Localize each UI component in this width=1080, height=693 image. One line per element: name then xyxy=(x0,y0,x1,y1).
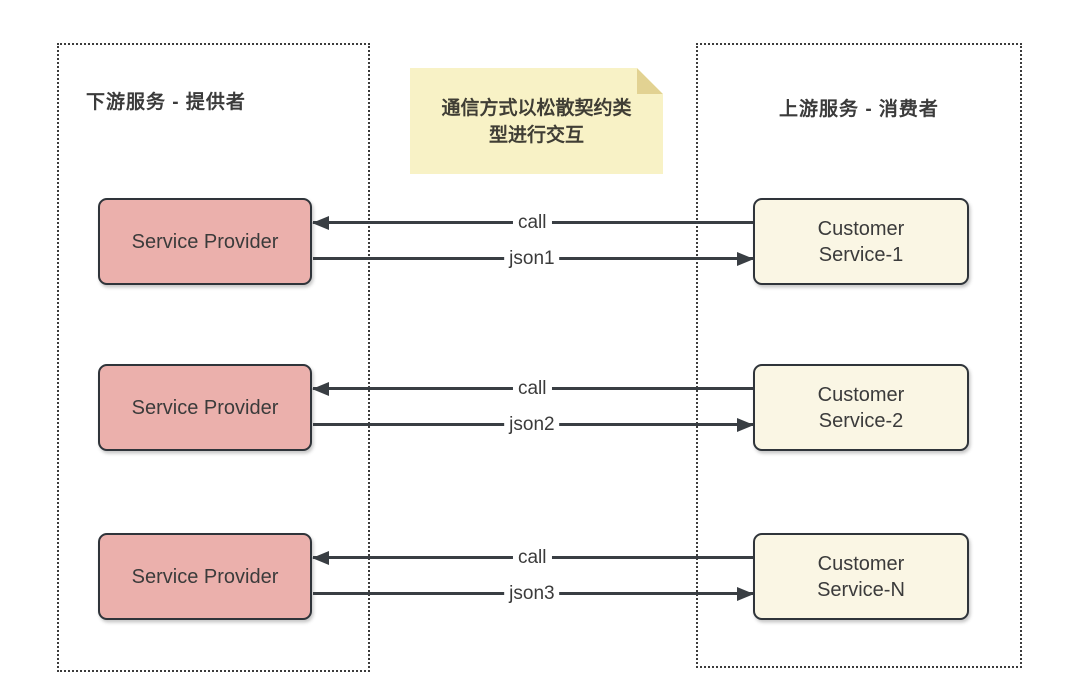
json-arrow: json1 xyxy=(313,247,754,270)
sticky-note: 通信方式以松散契约类 型进行交互 xyxy=(410,68,663,174)
arrowhead-right-icon xyxy=(737,251,754,266)
call-arrow-label: call xyxy=(512,377,552,400)
arrowhead-right-icon xyxy=(737,586,754,601)
service-row-2: Service Provider Customer Service-2 call… xyxy=(0,364,1080,454)
customer-box-label-line2: Service-2 xyxy=(818,409,904,432)
provider-box-label: Service Provider xyxy=(131,396,279,419)
customer-box: Customer Service-N xyxy=(753,533,969,620)
arrowhead-left-icon xyxy=(312,550,329,565)
call-arrow: call xyxy=(312,211,753,234)
arrowhead-right-icon xyxy=(737,417,754,432)
call-arrow: call xyxy=(312,377,753,400)
provider-box-label: Service Provider xyxy=(131,565,279,588)
sticky-note-text: 通信方式以松散契约类 型进行交互 xyxy=(410,95,663,149)
customer-box-label-line1: Customer xyxy=(817,552,905,575)
json-arrow-label: json3 xyxy=(504,582,560,605)
upstream-services-container: 上游服务 - 消费者 xyxy=(696,43,1022,668)
customer-box-label-line2: Service-N xyxy=(817,578,905,601)
downstream-services-container: 下游服务 - 提供者 xyxy=(57,43,370,672)
downstream-container-title: 下游服务 - 提供者 xyxy=(86,92,246,113)
json-arrow: json2 xyxy=(313,413,754,436)
arrowhead-left-icon xyxy=(312,381,329,396)
customer-box-label-line1: Customer xyxy=(817,217,905,240)
arrowhead-left-icon xyxy=(312,215,329,230)
sticky-note-line2: 型进行交互 xyxy=(488,125,584,146)
upstream-container-title: 上游服务 - 消费者 xyxy=(779,99,939,120)
call-arrow-label: call xyxy=(512,211,552,234)
customer-box: Customer Service-1 xyxy=(753,198,969,285)
json-arrow-label: json2 xyxy=(504,413,560,436)
folded-corner-icon xyxy=(637,68,663,94)
service-row-3: Service Provider Customer Service-N call… xyxy=(0,533,1080,623)
provider-box: Service Provider xyxy=(98,364,312,451)
json-arrow: json3 xyxy=(313,582,754,605)
json-arrow-label: json1 xyxy=(504,247,560,270)
sticky-note-line1: 通信方式以松散契约类 xyxy=(441,98,632,119)
customer-box: Customer Service-2 xyxy=(753,364,969,451)
provider-box-label: Service Provider xyxy=(131,230,279,253)
customer-box-label-line2: Service-1 xyxy=(818,243,904,266)
provider-box: Service Provider xyxy=(98,533,312,620)
call-arrow: call xyxy=(312,546,753,569)
service-row-1: Service Provider Customer Service-1 call… xyxy=(0,198,1080,288)
call-arrow-label: call xyxy=(512,546,552,569)
customer-box-label-line1: Customer xyxy=(817,383,905,406)
provider-box: Service Provider xyxy=(98,198,312,285)
